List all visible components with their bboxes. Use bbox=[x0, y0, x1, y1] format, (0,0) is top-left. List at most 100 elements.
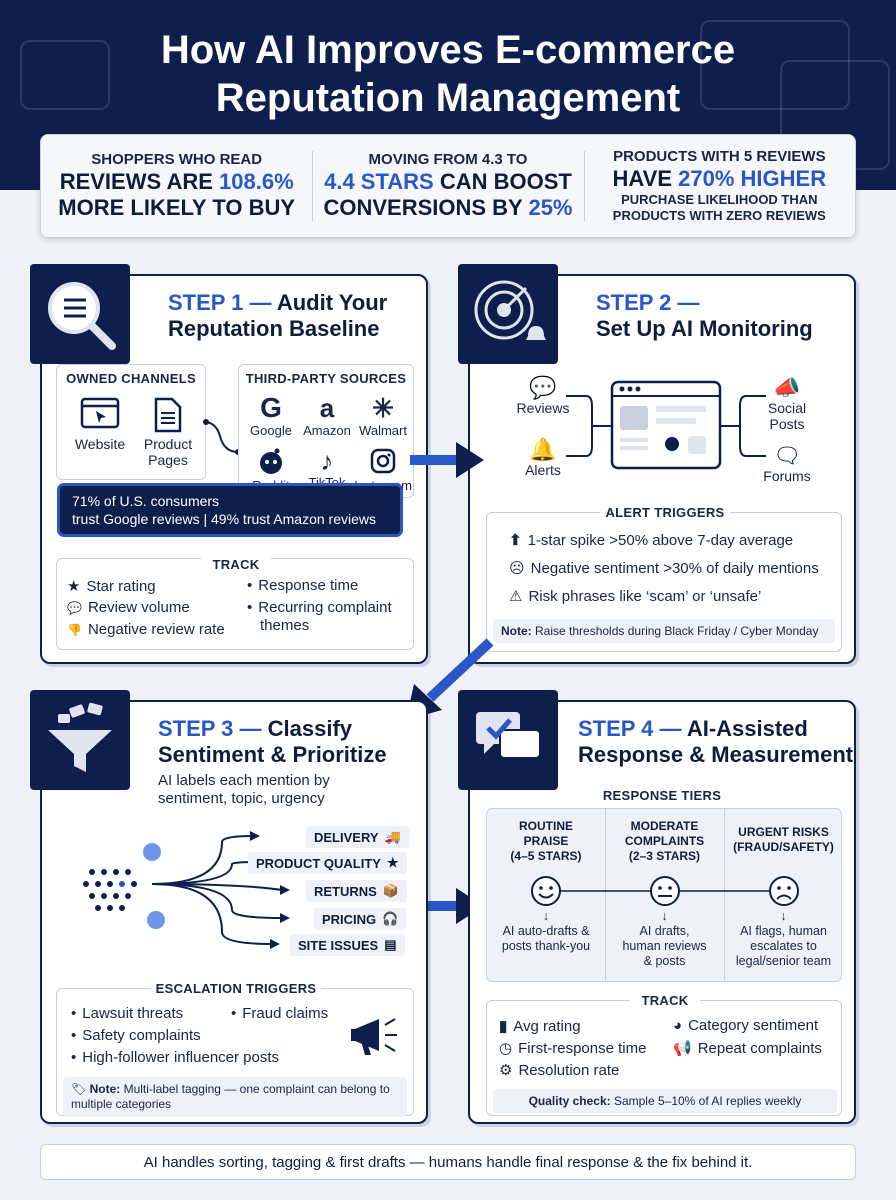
step-1-track-box: TRACK ★Star rating 💬Review volume 👎Negat… bbox=[56, 557, 414, 650]
step-2-note: Note: Raise thresholds during Black Frid… bbox=[493, 619, 835, 643]
step-number: STEP 4 — bbox=[578, 716, 682, 741]
clock-icon: ◷ bbox=[499, 1040, 513, 1057]
connector-line bbox=[720, 395, 766, 457]
category-label: PRODUCT QUALITY bbox=[256, 855, 381, 871]
step-2-title: STEP 2 — Set Up AI Monitoring bbox=[596, 290, 813, 342]
tier-label: ROUTINE bbox=[519, 819, 573, 833]
alert-item: ⬆1-star spike >50% above 7-day average bbox=[509, 531, 794, 550]
tier-moderate-desc: ↓AI drafts,human reviews& posts bbox=[605, 909, 724, 969]
track-item: 📢Repeat complaints bbox=[673, 1039, 822, 1058]
stat-text: PRODUCTS WITH 5 REVIEWS bbox=[613, 148, 826, 165]
tier-faces bbox=[531, 876, 799, 906]
bullet-icon: • bbox=[247, 577, 253, 594]
step-4-track-box: TRACK ▮Avg rating ◷First-response time ⚙… bbox=[486, 993, 842, 1116]
category-label: SITE ISSUES bbox=[298, 937, 379, 953]
source-label: Forums bbox=[763, 468, 811, 484]
alert-label: 1-star spike >50% above 7-day average bbox=[527, 531, 794, 549]
star-icon: ★ bbox=[67, 578, 81, 595]
tiktok-icon: ♪ bbox=[320, 446, 334, 476]
escalation-label: Lawsuit threats bbox=[82, 1005, 184, 1022]
escalation-label: Safety complaints bbox=[82, 1027, 201, 1044]
box-icon: 📦 bbox=[382, 883, 400, 898]
track-label: Recurring complaint bbox=[258, 599, 392, 616]
document-icon bbox=[154, 397, 182, 433]
tier-desc-text: & posts bbox=[643, 954, 686, 968]
step-3-description: AI labels each mention by sentiment, top… bbox=[158, 772, 330, 808]
step-3-note: 🏷 Note: Multi-label tagging — one compla… bbox=[63, 1077, 407, 1117]
stat-stars: MOVING FROM 4.3 TO 4.4 STARS CAN BOOST C… bbox=[312, 135, 583, 237]
step-title-text: Reputation Baseline bbox=[168, 316, 380, 341]
track-label: Response time bbox=[258, 577, 359, 594]
alert-label: Negative sentiment >30% of daily mention… bbox=[530, 559, 819, 577]
stat-text: CAN BOOST bbox=[433, 169, 572, 194]
stat-headline: 4.4 STARS CAN BOOST bbox=[324, 169, 572, 195]
track-label: Review volume bbox=[87, 599, 190, 616]
track-item: ◷First-response time bbox=[499, 1039, 646, 1058]
tiktok-item: ♪ TikTok bbox=[297, 447, 357, 490]
bullet-icon: • bbox=[71, 1027, 77, 1044]
tier-label: (4–5 STARS) bbox=[510, 849, 582, 863]
note-text: Multi-label tagging — one complaint can … bbox=[71, 1082, 390, 1111]
track-label: Negative review rate bbox=[87, 621, 225, 638]
amazon-item: a Amazon bbox=[297, 393, 357, 438]
tier-label: PRAISE bbox=[523, 834, 569, 848]
step-4-icon-tile bbox=[458, 690, 558, 790]
tier-label: MODERATE bbox=[630, 819, 699, 833]
bar-chart-icon: ▮ bbox=[499, 1018, 508, 1035]
chat-check-icon bbox=[476, 712, 541, 759]
stat-reviews: SHOPPERS WHO READ REVIEWS ARE 108.6% MOR… bbox=[41, 135, 312, 237]
stat-text: MORE LIKELY TO BUY bbox=[58, 195, 296, 220]
step-title-text: Response & Measurement bbox=[578, 742, 854, 767]
amazon-icon: a bbox=[319, 393, 335, 423]
escalation-label: High-follower influencer posts bbox=[82, 1049, 280, 1066]
note-label: Quality check: bbox=[528, 1094, 611, 1108]
quality-check-note: Quality check: Sample 5–10% of AI replie… bbox=[493, 1089, 837, 1113]
happy-face-icon bbox=[531, 876, 561, 906]
tier-label: (2–3 STARS) bbox=[628, 849, 701, 863]
walmart-icon: ✳ bbox=[372, 393, 394, 423]
step-1-icon-tile bbox=[30, 264, 130, 364]
title-line-1: How AI Improves E-commerce bbox=[160, 28, 736, 72]
track-item: ★Star rating bbox=[67, 577, 156, 596]
category-label: PRICING bbox=[322, 911, 377, 927]
stat-text: SHOPPERS WHO READ bbox=[91, 151, 263, 168]
thumbs-down-icon: 👎 bbox=[67, 622, 82, 637]
sad-face-icon: ☹ bbox=[509, 560, 525, 577]
step-title-text: Audit Your bbox=[276, 290, 388, 315]
stat-text: PURCHASE LIKELIHOOD THAN bbox=[621, 192, 818, 207]
gear-icon: ⚙ bbox=[499, 1062, 513, 1079]
box-title: TRACK bbox=[630, 993, 700, 1008]
review-bubble-icon: 💬 bbox=[529, 375, 557, 400]
escalation-item: •High-follower influencer posts bbox=[71, 1049, 279, 1066]
box-title: OWNED CHANNELS bbox=[66, 371, 196, 386]
step-1-card: STEP 1 — Audit Your Reputation Baseline … bbox=[40, 274, 428, 664]
stat-headline: REVIEWS ARE 108.6% bbox=[60, 169, 294, 195]
trust-stat-banner: 71% of U.S. consumers trust Google revie… bbox=[60, 486, 400, 534]
alert-label: Risk phrases like ‘scam’ or ‘unsafe’ bbox=[528, 587, 762, 605]
stat-text: CONVERSIONS BY bbox=[323, 195, 529, 220]
step-3-title: STEP 3 — Classify Sentiment & Prioritize bbox=[158, 716, 387, 768]
arrow-down-icon: ↓ bbox=[661, 909, 668, 923]
classification-flow-diagram bbox=[83, 831, 290, 949]
tier-label: COMPLAINTS bbox=[624, 834, 705, 848]
stat-highlight: 108.6% bbox=[219, 169, 294, 194]
tier-divider bbox=[605, 809, 606, 981]
step-title-text: Set Up AI Monitoring bbox=[596, 316, 813, 341]
pie-chart-icon: ◕ bbox=[673, 1017, 683, 1034]
alerts-source: 🔔 Alerts bbox=[508, 438, 578, 479]
category-label: RETURNS bbox=[314, 883, 377, 899]
description-text: AI labels each mention by bbox=[158, 772, 330, 789]
flow-arrow bbox=[410, 442, 484, 478]
track-item: 👎 Negative review rate bbox=[67, 621, 225, 638]
connector-line bbox=[566, 395, 612, 457]
track-label: themes bbox=[260, 617, 310, 634]
footer-summary: AI handles sorting, tagging & first draf… bbox=[40, 1144, 856, 1180]
tier-label: (FRAUD/SAFETY) bbox=[733, 840, 834, 854]
warning-icon: ⚠ bbox=[509, 588, 523, 605]
step-3-icon-tile bbox=[30, 690, 130, 790]
category-pricing: PRICING🎧 bbox=[314, 908, 407, 930]
megaphone-icon bbox=[351, 1018, 397, 1055]
dashboard-icon bbox=[610, 380, 722, 470]
product-pages-item: Product Pages bbox=[137, 397, 199, 468]
stat-highlight: 25% bbox=[528, 195, 573, 220]
